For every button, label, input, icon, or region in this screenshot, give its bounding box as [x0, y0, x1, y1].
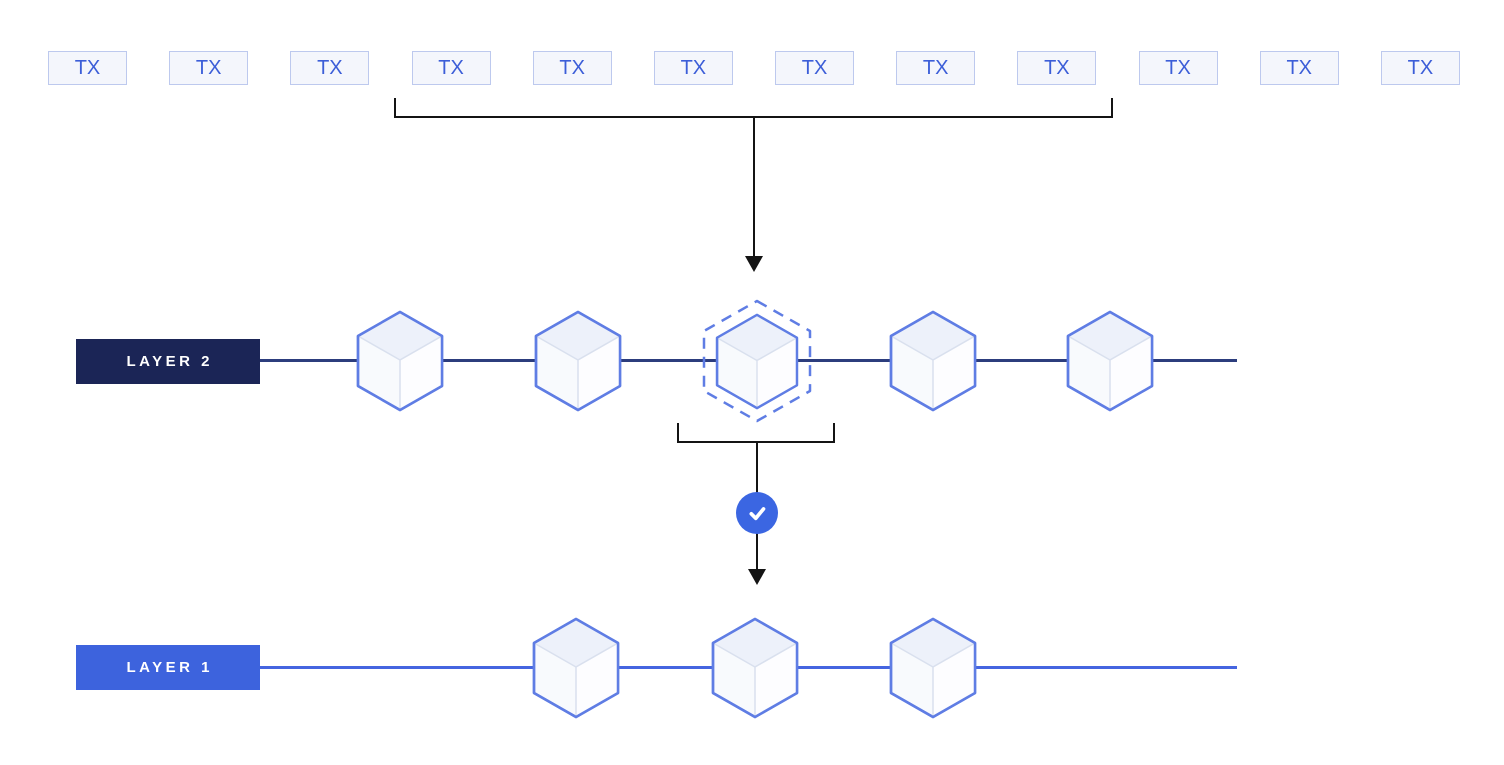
cube-icon — [534, 310, 622, 412]
layer1-label-text: LAYER 1 — [126, 659, 213, 676]
tx-label: TX — [680, 57, 707, 79]
arrow-down-icon — [745, 256, 763, 272]
tx-box: TX — [1380, 51, 1460, 85]
cube-icon — [1066, 310, 1154, 412]
tx-label: TX — [1286, 57, 1312, 79]
tx-label: TX — [74, 57, 101, 79]
verified-badge — [736, 492, 778, 534]
tx-label: TX — [559, 57, 585, 79]
cube-icon — [356, 310, 444, 412]
tx-box: TX — [896, 51, 976, 85]
tx-box: TX — [653, 51, 733, 85]
commit-bracket — [677, 423, 835, 443]
tx-label: TX — [1165, 57, 1191, 79]
cube-icon — [532, 617, 620, 719]
transactions-row: TX TX TX TX TX TX TX TX TX TX TX TX — [48, 51, 1460, 85]
layer2-label-text: LAYER 2 — [126, 353, 213, 370]
tx-box: TX — [1259, 51, 1339, 85]
tx-label: TX — [317, 57, 343, 79]
tx-label: TX — [438, 57, 464, 79]
tx-box: TX — [532, 51, 612, 85]
tx-label: TX — [195, 57, 222, 79]
cube-icon — [889, 310, 977, 412]
layer1-label: LAYER 1 — [76, 645, 260, 690]
tx-label: TX — [1407, 57, 1434, 79]
tx-box: TX — [1138, 51, 1218, 85]
batch-arrow-line — [753, 118, 755, 257]
tx-box: TX — [411, 51, 491, 85]
cube-icon-highlighted — [715, 313, 799, 410]
cube-icon — [889, 617, 977, 719]
tx-box: TX — [169, 51, 249, 85]
tx-box: TX — [48, 51, 127, 85]
tx-box: TX — [775, 51, 855, 85]
check-icon — [749, 507, 766, 521]
selection-dashed-outline — [702, 299, 812, 423]
arrow-down-icon — [748, 569, 766, 585]
tx-label: TX — [1044, 57, 1070, 79]
tx-label: TX — [922, 57, 949, 79]
layer2-label: LAYER 2 — [76, 339, 260, 384]
cube-icon — [711, 617, 799, 719]
tx-box: TX — [290, 51, 370, 85]
batch-bracket — [394, 98, 1113, 118]
tx-box: TX — [1017, 51, 1097, 85]
tx-label: TX — [801, 57, 828, 79]
